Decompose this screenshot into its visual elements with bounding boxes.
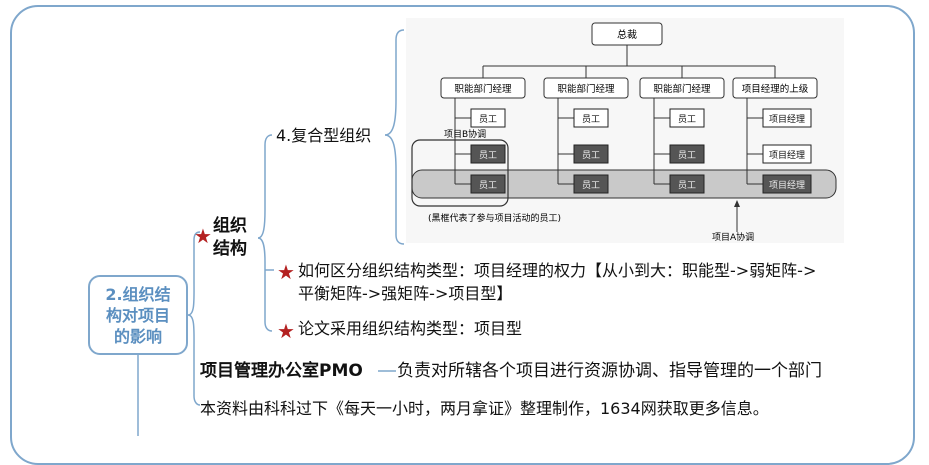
participant-box bbox=[470, 174, 506, 194]
member-box bbox=[470, 108, 506, 128]
mindmap-connectors bbox=[137, 29, 405, 436]
column-head-label: 职能部门经理 bbox=[653, 83, 711, 95]
member-box bbox=[669, 108, 705, 128]
member-box-label: 员工 bbox=[479, 150, 497, 161]
thesis-org-type: 论文采用组织结构类型：项目型 bbox=[298, 319, 523, 338]
member-box-label: 项目经理 bbox=[769, 179, 805, 191]
root-label-line: 的影响 bbox=[113, 327, 162, 346]
root-label-line: 2.组织结 bbox=[105, 285, 171, 304]
section-node-label: 组织 结构 bbox=[213, 215, 257, 261]
project-b-outline bbox=[411, 139, 509, 207]
project-b-label: 项目B协调 bbox=[444, 128, 486, 140]
column-head-box bbox=[732, 77, 818, 99]
column-head-box bbox=[639, 77, 725, 99]
member-box-label: 员工 bbox=[479, 180, 497, 191]
legend-note: (黑框代表了参与项目活动的员工) bbox=[428, 212, 561, 224]
member-box bbox=[762, 144, 812, 164]
column-head-label: 职能部门经理 bbox=[557, 83, 615, 95]
member-box-label: 项目经理 bbox=[769, 113, 805, 125]
composite-org-label: 4.复合型组织 bbox=[276, 126, 372, 145]
footer-note: 本资料由科科过下《每天一小时，两月拿证》整理制作，1634网获取更多信息。 bbox=[200, 399, 769, 418]
star-icon: ★ bbox=[277, 319, 295, 343]
distinguish-line-1: 如何区分组织结构类型：项目经理的权力【从小到大：职能型->弱矩阵-> bbox=[298, 261, 817, 280]
participant-box bbox=[573, 174, 609, 194]
member-box-label: 员工 bbox=[582, 150, 600, 161]
member-box-label: 项目经理 bbox=[769, 149, 805, 161]
column-head-label: 职能部门经理 bbox=[454, 83, 512, 95]
column-head-box bbox=[543, 77, 629, 99]
composite-org-chart: 总裁 职能部门经理员工员工员工职能部门经理员工员工员工职能部门经理员工员工员工项… bbox=[406, 18, 844, 243]
participant-box bbox=[762, 174, 812, 194]
star-icon: ★ bbox=[277, 260, 295, 284]
member-box-label: 员工 bbox=[582, 180, 600, 191]
member-box-label: 员工 bbox=[678, 114, 696, 125]
member-box-label: 员工 bbox=[582, 114, 600, 125]
participant-box bbox=[470, 144, 506, 164]
section-label-line: 组织 bbox=[213, 216, 247, 236]
distinguish-line-2: 平衡矩阵->强矩阵->项目型】 bbox=[298, 284, 513, 303]
member-box-label: 员工 bbox=[479, 114, 497, 125]
column-head-label: 项目经理的上级 bbox=[742, 83, 809, 95]
participant-box bbox=[669, 144, 705, 164]
top-box-label: 总裁 bbox=[617, 28, 637, 41]
member-box bbox=[573, 108, 609, 128]
root-node-label: 2.组织结 构对项目 的影响 bbox=[94, 284, 182, 347]
section-label-line: 结构 bbox=[213, 239, 247, 259]
participant-box bbox=[573, 144, 609, 164]
participant-box bbox=[669, 174, 705, 194]
star-icon: ★ bbox=[194, 224, 212, 248]
pmo-description: 负责对所辖各个项目进行资源协调、指导管理的一个部门 bbox=[397, 361, 822, 381]
root-label-line: 构对项目 bbox=[105, 306, 170, 325]
root-node-box bbox=[88, 275, 188, 355]
project-a-label: 项目A协调 bbox=[712, 231, 754, 243]
column-head-box bbox=[440, 77, 526, 99]
pmo-title: 项目管理办公室PMO bbox=[200, 361, 363, 381]
member-box-label: 员工 bbox=[678, 150, 696, 161]
member-box-label: 员工 bbox=[678, 180, 696, 191]
member-box bbox=[762, 108, 812, 128]
